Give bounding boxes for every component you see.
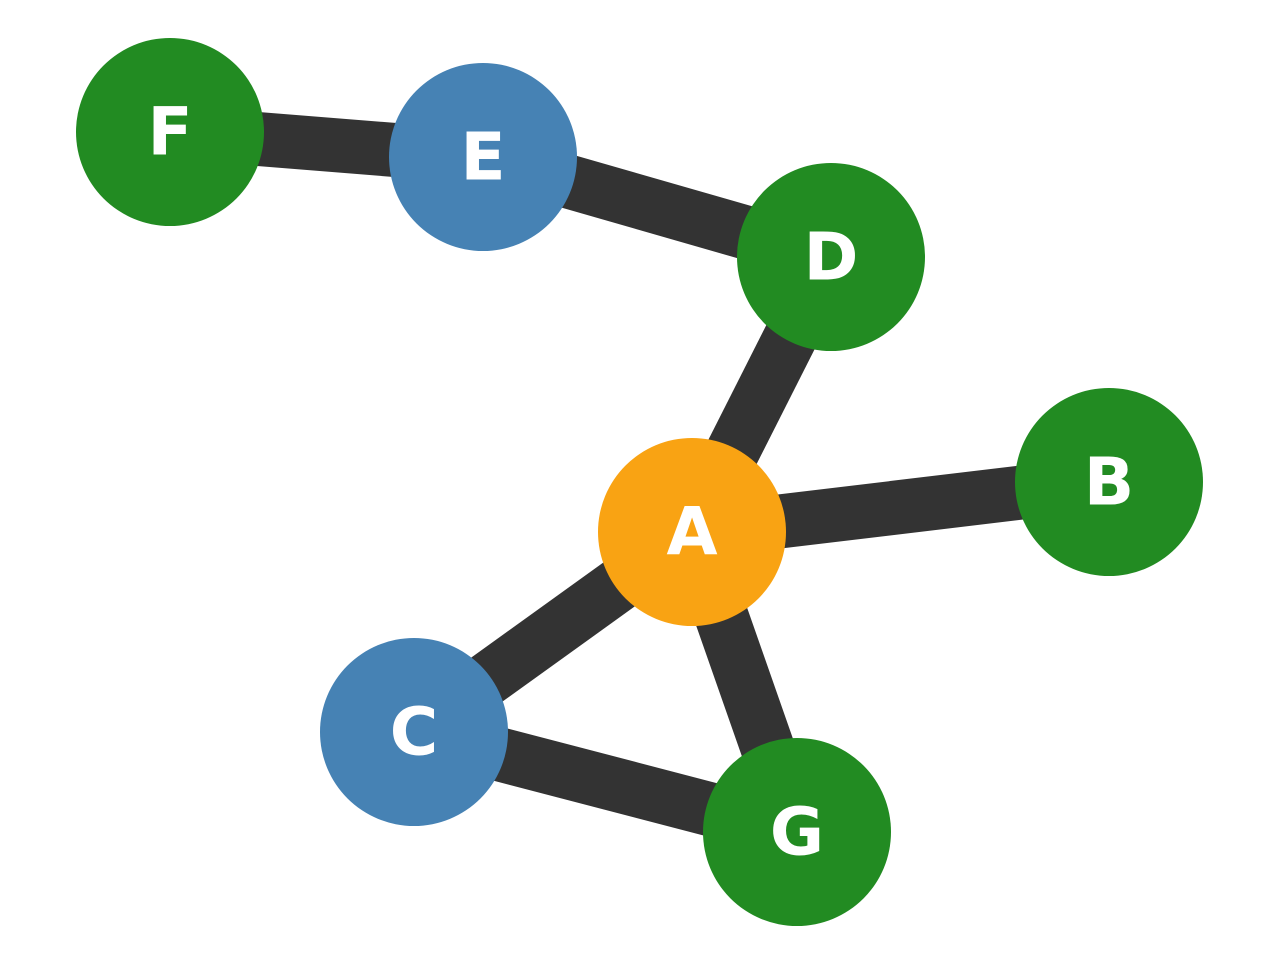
node-circle-d xyxy=(737,163,925,351)
node-f: F xyxy=(76,38,264,226)
node-label-e: E xyxy=(460,119,505,196)
node-g: G xyxy=(703,738,891,926)
node-label-f: F xyxy=(147,94,192,171)
node-circle-c xyxy=(320,638,508,826)
node-label-g: G xyxy=(770,794,824,871)
node-circle-f xyxy=(76,38,264,226)
node-label-d: D xyxy=(804,219,859,296)
node-circle-g xyxy=(703,738,891,926)
node-e: E xyxy=(389,63,577,251)
node-a: A xyxy=(598,438,786,626)
node-circle-a xyxy=(598,438,786,626)
node-label-b: B xyxy=(1084,444,1134,521)
node-circle-b xyxy=(1015,388,1203,576)
node-label-a: A xyxy=(666,494,717,571)
node-b: B xyxy=(1015,388,1203,576)
nodes-layer: A B C D E F G xyxy=(76,38,1203,926)
node-d: D xyxy=(737,163,925,351)
node-label-c: C xyxy=(390,694,438,771)
node-circle-e xyxy=(389,63,577,251)
node-c: C xyxy=(320,638,508,826)
